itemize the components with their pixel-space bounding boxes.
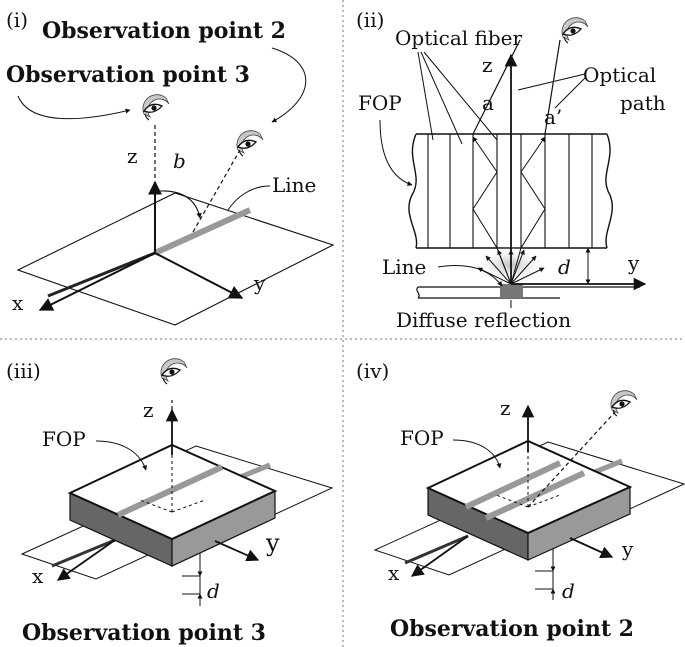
panel-i-line — [153, 207, 252, 256]
panel-i-y-axis — [154, 252, 244, 299]
panel-i-obs2-label: Observation point 2 — [42, 18, 286, 44]
panel-i-line-label: Line — [272, 173, 316, 197]
panel-iii-tag: (iii) — [6, 359, 41, 383]
eye-icon — [142, 94, 170, 121]
panel-iv-x-label: x — [388, 561, 400, 585]
panel-iv-z-label: z — [500, 396, 511, 420]
panel-iv-fop-label: FOP — [400, 426, 444, 450]
eye-icon — [236, 130, 264, 157]
panel-ii-optical-label: Optical — [583, 63, 656, 87]
panel-i-x-label: x — [12, 291, 24, 315]
panel-i-ground-plane — [16, 192, 335, 326]
panel-i: (i) Observation point 2 Observation poin… — [6, 8, 335, 326]
panel-iv-tag: (iv) — [356, 359, 389, 383]
panel-iv-x-axis — [410, 535, 469, 577]
panel-ii-d-label: d — [558, 255, 571, 279]
panel-i-obs3-label: Observation point 3 — [6, 62, 250, 88]
panel-iv-obs-label: Observation point 2 — [390, 616, 634, 642]
panel-ii-tag: (ii) — [356, 8, 384, 32]
panel-iii: (iii) Observation point 3 z x y FOP — [6, 358, 334, 646]
panel-i-z-label: z — [127, 144, 138, 168]
eye-icon — [561, 17, 589, 44]
panel-i-y-label: y — [253, 271, 266, 295]
panel-iii-d-label: d — [207, 579, 220, 603]
panel-iii-y-axis — [214, 540, 260, 562]
panel-ii-path-label: path — [620, 91, 666, 115]
panel-ii-line-label: Line — [382, 255, 426, 279]
panel-ii-diffuse-label: Diffuse reflection — [396, 308, 571, 332]
panel-iii-line — [116, 464, 224, 518]
panel-i-b-label: b — [173, 149, 186, 173]
panel-iv-line-2 — [484, 470, 586, 521]
panel-ii-z-label: z — [482, 53, 493, 77]
panel-iii-x-label: x — [32, 564, 44, 588]
panel-ii-line-marker — [500, 284, 523, 298]
panel-iii-y-label: y — [265, 529, 280, 557]
panel-i-x-axis — [38, 252, 156, 311]
panel-iii-obs-label: Observation point 3 — [22, 620, 266, 646]
panel-ii-optical-fiber-label: Optical fiber — [395, 26, 522, 50]
panel-iv-y-axis — [569, 537, 614, 559]
panel-ii-y-label: y — [627, 251, 640, 275]
panel-iv-y-label: y — [621, 537, 634, 561]
panel-iv-d-label: d — [562, 579, 575, 603]
panel-iii-z-label: z — [143, 398, 154, 422]
panel-i-tag: (i) — [6, 8, 28, 32]
panel-iv: (iv) Observation point 2 z x y FOP — [356, 359, 685, 642]
panel-ii: (ii) Optical fiber Optical path FOP z a … — [356, 8, 666, 332]
panel-ii-fop-label: FOP — [358, 91, 402, 115]
eye-icon — [160, 358, 188, 385]
panel-iii-fop-label: FOP — [42, 427, 86, 451]
panel-iv-line-1 — [464, 460, 562, 510]
panel-iii-x-axis — [56, 539, 116, 581]
